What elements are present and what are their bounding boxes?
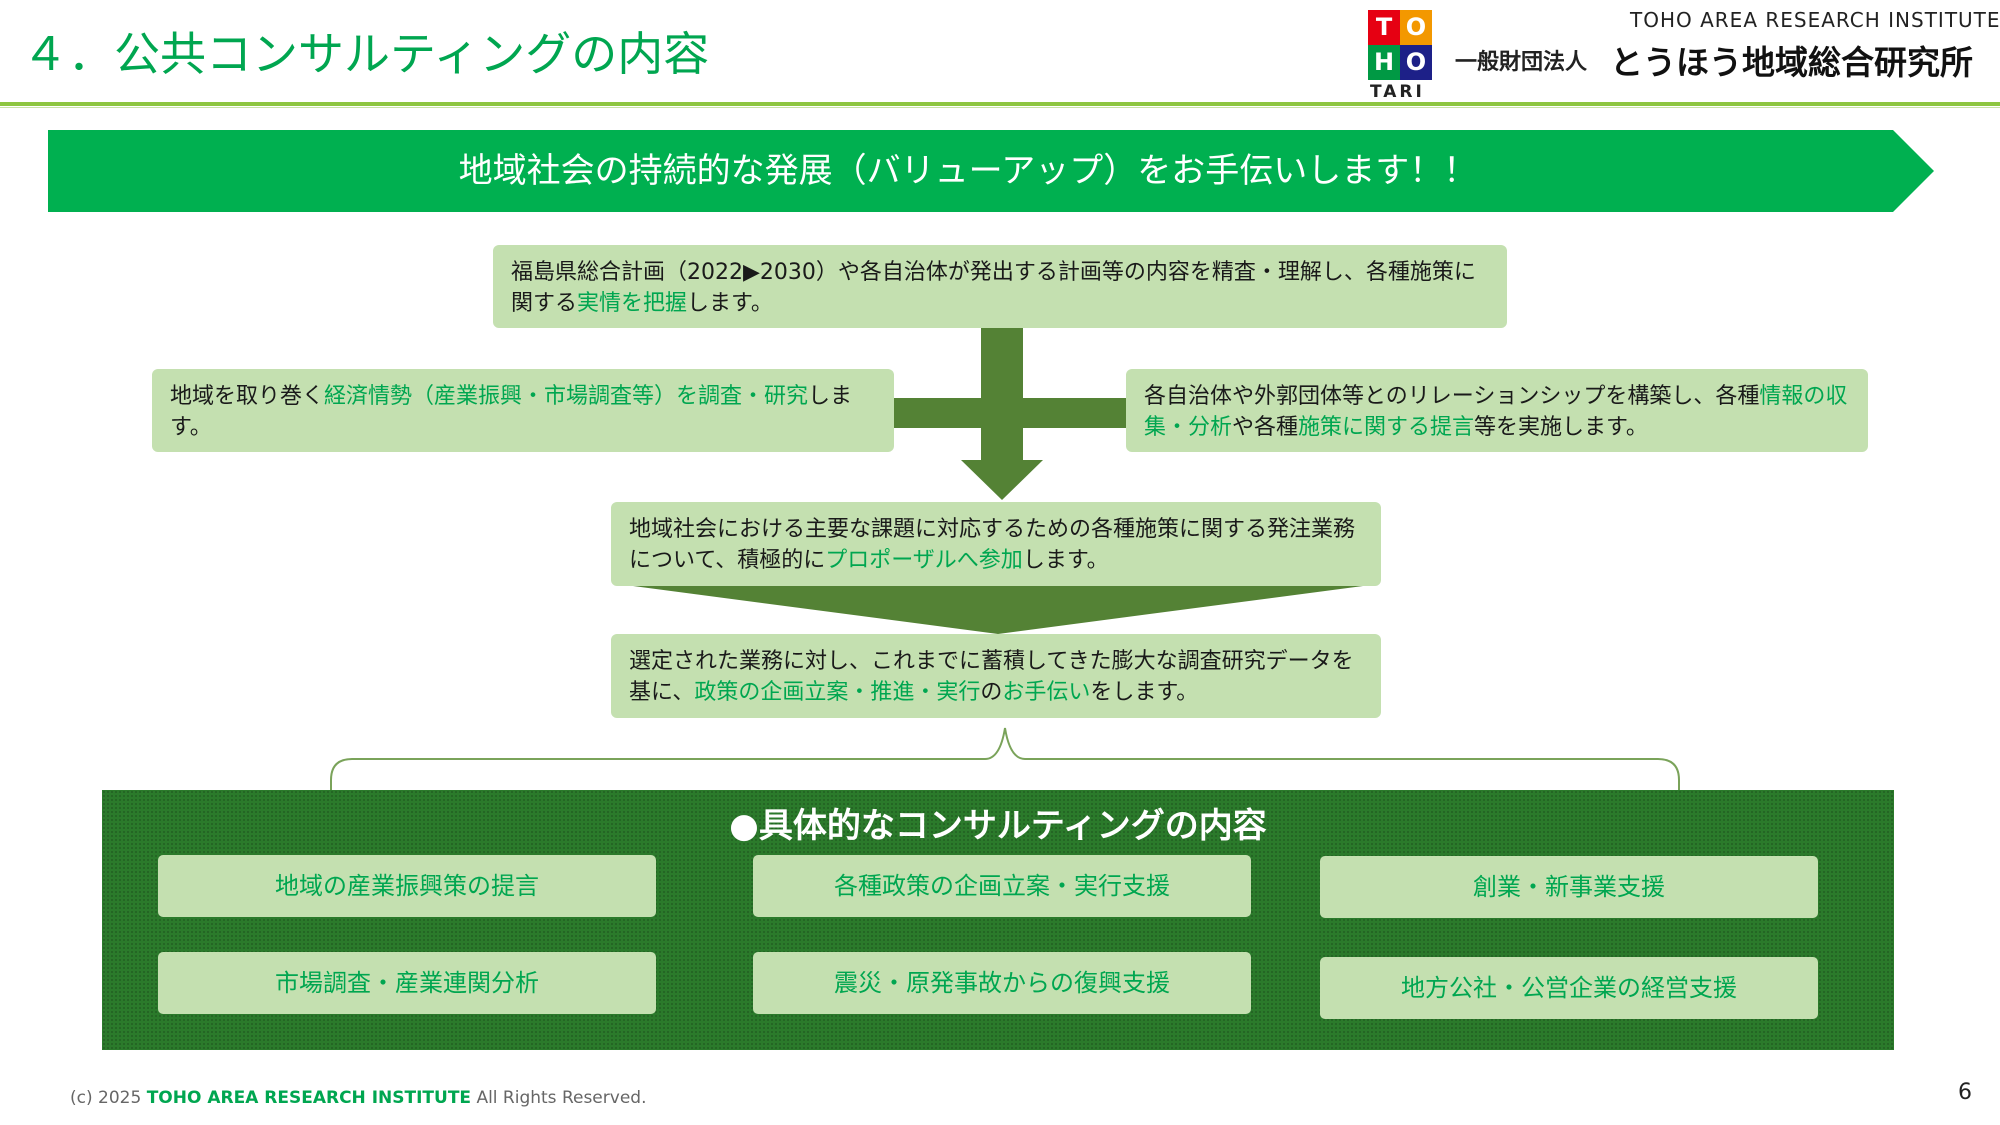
horizontal-connector bbox=[893, 398, 1127, 428]
info-box-relationship: 各自治体や外郭団体等とのリレーションシップを構築し、各種情報の収集・分析や各種施… bbox=[1126, 369, 1868, 452]
info-text: や各種 bbox=[1232, 415, 1299, 440]
logo-letter: O bbox=[1405, 13, 1427, 41]
info-text: します。 bbox=[170, 384, 853, 440]
consulting-panel-title: ●具体的なコンサルティングの内容 bbox=[729, 806, 1267, 846]
info-box-research: 地域を取り巻く経済情勢（産業振興・市場調査等）を調査・研究します。 bbox=[152, 369, 894, 452]
info-box-proposal: 地域社会における主要な課題に対応するための各種施策に関する発注業務について、積極… bbox=[611, 502, 1381, 586]
copyright-suffix: All Rights Reserved. bbox=[476, 1088, 647, 1108]
header-divider bbox=[0, 102, 2000, 106]
flow-connectors bbox=[330, 328, 1680, 792]
info-highlight: お手伝い bbox=[1002, 680, 1091, 705]
info-text: 各自治体や外郭団体等とのリレーションシップを構築し、各種 bbox=[1144, 384, 1760, 409]
banner-text: 地域社会の持続的な発展（バリューアップ）をお手伝いします！！ bbox=[458, 151, 1478, 191]
logo-letter: O bbox=[1405, 48, 1427, 76]
copyright-notice: (c) 2025 TOHO AREA RESEARCH INSTITUTE Al… bbox=[70, 1088, 646, 1108]
info-text: します。 bbox=[1022, 548, 1109, 573]
funnel-arrow bbox=[633, 586, 1363, 634]
info-text: の bbox=[980, 680, 1003, 705]
grouping-brace bbox=[330, 727, 1680, 792]
service-item: 創業・新事業支援 bbox=[1320, 856, 1818, 918]
slide-title: ４．公共コンサルティングの内容 bbox=[22, 27, 710, 81]
logo-letter: T bbox=[1375, 13, 1393, 41]
info-box-support: 選定された業務に対し、これまでに蓄積してきた膨大な調査研究データを基に、政策の企… bbox=[611, 634, 1381, 718]
header-divider-thin bbox=[0, 107, 2000, 108]
tari-logo: T O H O bbox=[1368, 10, 1432, 80]
service-item: 市場調査・産業連関分析 bbox=[158, 952, 656, 1014]
info-text: 選定された業務に対し、これまでに蓄積してきた膨大な調査研究データを基に、 bbox=[629, 649, 1354, 705]
org-type-label: 一般財団法人 bbox=[1455, 50, 1588, 75]
service-item: 地方公社・公営企業の経営支援 bbox=[1320, 957, 1818, 1019]
org-name-japanese: とうほう地域総合研究所 bbox=[1610, 43, 1973, 82]
logo-letter: H bbox=[1373, 48, 1395, 76]
copyright-prefix: (c) 2025 bbox=[70, 1088, 142, 1108]
service-item: 各種政策の企画立案・実行支援 bbox=[753, 855, 1251, 917]
info-highlight: 施策に関する提言 bbox=[1298, 415, 1475, 440]
down-arrow bbox=[961, 460, 1043, 500]
logo-caption: TARI bbox=[1370, 82, 1425, 102]
info-text: をします。 bbox=[1090, 680, 1199, 705]
info-text: 福島県総合計画（2022▶2030）や各自治体が発出する計画等の内容を精査・理解… bbox=[511, 260, 1476, 316]
banner-arrow bbox=[48, 130, 1934, 212]
info-text: 等を実施します。 bbox=[1474, 415, 1648, 440]
info-highlight: 情報の収集・分析 bbox=[1144, 384, 1848, 440]
info-highlight: 政策の企画立案・推進・実行 bbox=[694, 680, 981, 705]
info-highlight: プロポーザルへ参加 bbox=[825, 548, 1023, 573]
service-item: 地域の産業振興策の提言 bbox=[158, 855, 656, 917]
vertical-connector bbox=[981, 328, 1023, 466]
service-item: 震災・原発事故からの復興支援 bbox=[753, 952, 1251, 1014]
copyright-org: TOHO AREA RESEARCH INSTITUTE bbox=[146, 1088, 472, 1108]
info-highlight: 実情を把握 bbox=[577, 291, 688, 316]
page-number: 6 bbox=[1958, 1080, 1972, 1105]
info-highlight: 経済情勢（産業振興・市場調査等）を調査・研究 bbox=[324, 384, 809, 409]
info-text: 地域を取り巻く bbox=[170, 384, 325, 409]
info-text: 地域社会における主要な課題に対応するための各種施策に関する発注業務について、積極… bbox=[629, 517, 1356, 573]
org-name-english: TOHO AREA RESEARCH INSTITUTE bbox=[1630, 8, 2000, 32]
info-box-planning: 福島県総合計画（2022▶2030）や各自治体が発出する計画等の内容を精査・理解… bbox=[493, 245, 1507, 328]
info-text: します。 bbox=[687, 291, 773, 316]
